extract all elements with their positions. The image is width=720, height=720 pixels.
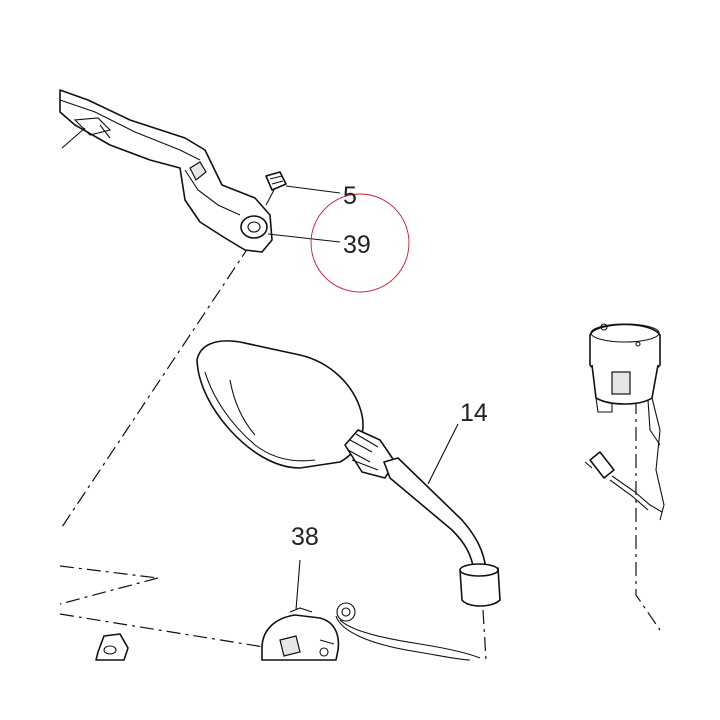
callout-labels: 5 39 14 38 (291, 182, 488, 551)
leader-line-39 (267, 233, 341, 243)
callout-label-39: 39 (343, 231, 371, 259)
highlight-circle (310, 193, 410, 293)
lever-arm-part (59, 89, 273, 253)
guide-line-bottom (59, 613, 271, 649)
wire-connector (589, 451, 615, 479)
callout-label-5: 5 (343, 182, 357, 210)
bracket-part (95, 633, 129, 661)
guide-line-mirror-stem (482, 609, 487, 661)
switch-housing-part-38 (261, 607, 340, 661)
screw-part-5 (265, 171, 287, 206)
mirror-base-collar (459, 567, 501, 607)
assembly-guide-lines (59, 244, 661, 661)
switch-cable (335, 602, 481, 661)
mirror-part-14 (196, 340, 501, 607)
leader-line-14 (427, 423, 459, 485)
pivot-bore (240, 215, 268, 239)
guide-line-left-lower (59, 577, 159, 605)
mirror-stem (383, 457, 487, 573)
brake-reservoir-part (584, 323, 665, 521)
leader-lines (267, 185, 459, 611)
guide-line-reservoir (635, 400, 661, 631)
guide-line-left-horizontal (59, 565, 159, 579)
leader-line-38 (295, 559, 301, 611)
mirror-housing (196, 340, 364, 469)
guide-line-main-diagonal (59, 244, 251, 531)
callout-label-14: 14 (460, 399, 488, 427)
callout-label-38: 38 (291, 523, 319, 551)
leader-line-5 (285, 185, 341, 194)
